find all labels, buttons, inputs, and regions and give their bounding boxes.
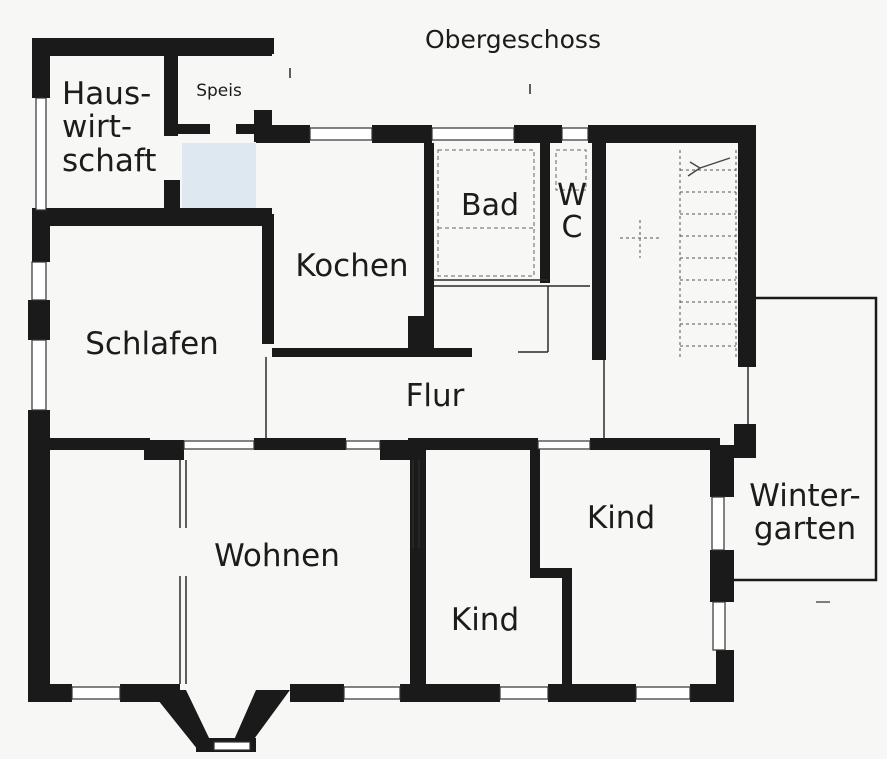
room-label-flur: Flur [405,378,465,414]
room-label-kochen: Kochen [295,248,409,284]
room-label-wc: W C [557,178,587,246]
glazed-area [182,143,256,208]
room-label-wintergarten: Winter- garten [749,478,861,548]
room-label-kind-middle: Kind [450,602,520,638]
thin-lines [179,68,749,684]
wintergarten-outline [734,296,878,582]
room-label-speis: Speis [196,81,242,101]
room-label-bad: Bad [460,188,519,223]
staircase [620,150,737,360]
walls [28,38,756,752]
plan-title: Obergeschoss [425,25,601,54]
stair-arrow [687,157,731,177]
room-label-kind-right: Kind [586,500,656,536]
room-label-hauswirtschaft: Haus- wirt- schaft [62,76,157,179]
room-label-wohnen: Wohnen [214,538,340,574]
windows [31,97,726,751]
room-label-schlafen: Schlafen [85,326,219,362]
bathroom-fixtures [437,149,587,277]
